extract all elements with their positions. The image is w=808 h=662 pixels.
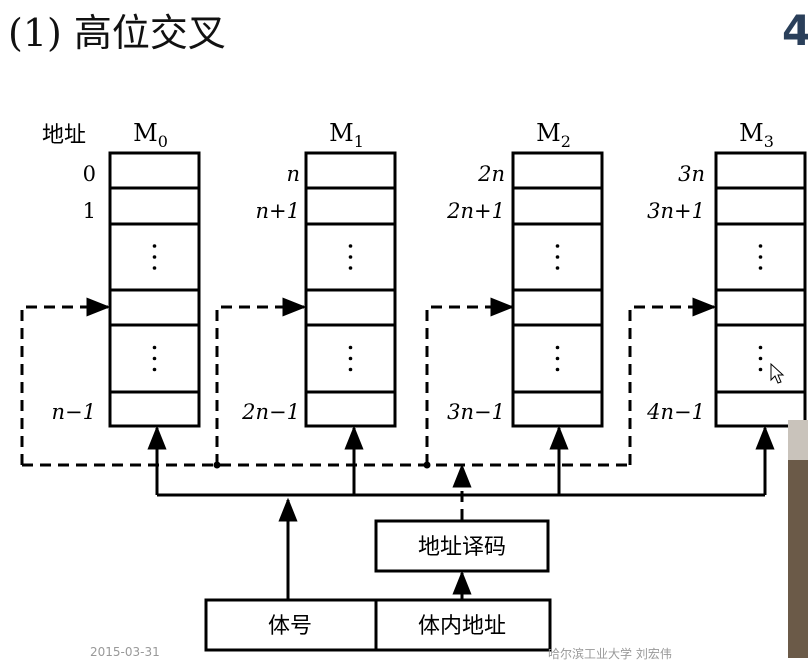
ellipsis-dot xyxy=(348,367,353,372)
address-label-last: n−1 xyxy=(52,400,96,424)
address-label-first: 3n xyxy=(678,162,705,186)
address-label-last: 3n−1 xyxy=(447,400,505,424)
ellipsis-dot xyxy=(758,367,763,372)
address-label-first: n xyxy=(286,162,300,186)
address-label-last: 2n−1 xyxy=(241,400,300,424)
select-lines xyxy=(20,297,717,520)
ellipsis-dot xyxy=(758,244,763,248)
ellipsis-dot xyxy=(555,356,560,361)
junction-dot xyxy=(423,461,431,469)
memory-modules: M0 0 1 n−1 M1 n n+1 2n−1 M2 2n 2n+1 3n−1 M3 3n 3n+1 4n−… xyxy=(52,119,807,428)
video-overlay-panel xyxy=(788,420,808,460)
bank-number-label: 体号 xyxy=(268,614,312,639)
address-decoder: 地址译码 xyxy=(374,519,550,573)
slide-number: 4 xyxy=(782,6,808,55)
ellipsis-dot xyxy=(152,367,157,372)
select-line-m0 xyxy=(20,297,111,465)
select-line-m3 xyxy=(628,297,717,465)
ellipsis-dot xyxy=(758,266,763,270)
ellipsis-dot xyxy=(555,244,560,248)
ellipsis-dot xyxy=(152,266,157,270)
ellipsis-dot xyxy=(152,345,157,350)
address-label-first: 0 xyxy=(83,162,96,186)
ellipsis-dot xyxy=(348,266,353,270)
address-label-last: 4n−1 xyxy=(646,400,705,424)
footer-date: 2015-03-31 xyxy=(90,645,160,659)
ellipsis-dot xyxy=(555,255,560,259)
ellipsis-dot xyxy=(348,356,353,361)
select-line-m2 xyxy=(425,297,515,465)
footer-institution: 哈尔滨工业大学 刘宏伟 xyxy=(548,647,672,661)
ellipsis-dot xyxy=(555,345,560,350)
ellipsis-dot xyxy=(758,255,763,259)
in-bank-address-label: 体内地址 xyxy=(418,614,506,639)
address-label-second: n+1 xyxy=(256,199,300,223)
address-label-second: 1 xyxy=(83,199,96,223)
memory-module-m2: M2 2n 2n+1 3n−1 xyxy=(446,119,604,428)
mouse-cursor-icon xyxy=(770,362,785,384)
address-label-second: 3n+1 xyxy=(647,199,705,223)
junction-dot xyxy=(213,461,221,469)
module-name: M2 xyxy=(536,119,571,151)
ellipsis-dot xyxy=(348,255,353,259)
module-name: M1 xyxy=(329,119,364,151)
memory-module-m1: M1 n n+1 2n−1 xyxy=(241,119,397,428)
address-label-first: 2n xyxy=(477,162,505,186)
ellipsis-dot xyxy=(152,356,157,361)
ellipsis-dot xyxy=(758,345,763,350)
ellipsis-dot xyxy=(348,345,353,350)
video-overlay xyxy=(788,420,808,658)
memory-module-m3: M3 3n 3n+1 4n−1 xyxy=(646,119,807,428)
address-label-second: 2n+1 xyxy=(446,199,505,223)
ellipsis-dot xyxy=(555,266,560,270)
ellipsis-dot xyxy=(152,244,157,248)
ellipsis-dot xyxy=(348,244,353,248)
ellipsis-dot xyxy=(152,255,157,259)
ellipsis-dot xyxy=(758,356,763,361)
ellipsis-dot xyxy=(555,367,560,372)
decoder-label: 地址译码 xyxy=(418,535,506,560)
memory-module-m0: M0 0 1 n−1 xyxy=(52,119,201,428)
address-register: 体号 体内地址 xyxy=(204,598,552,652)
module-name: M0 xyxy=(133,119,168,151)
address-header: 地址 xyxy=(42,123,86,148)
slide-title: (1) 高位交叉 xyxy=(8,11,226,55)
select-line-m1 xyxy=(215,297,307,465)
module-name: M3 xyxy=(739,119,774,151)
